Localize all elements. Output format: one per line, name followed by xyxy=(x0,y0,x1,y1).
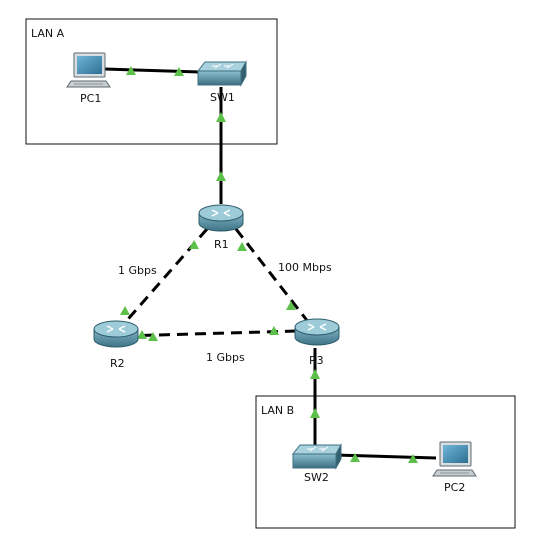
lan-a-area xyxy=(25,18,278,145)
r1-router-icon[interactable] xyxy=(198,204,244,232)
link-label-r1-r3: 100 Mbps xyxy=(278,261,332,274)
link-pc1-sw1[interactable] xyxy=(104,66,201,76)
pc1-label: PC1 xyxy=(80,92,101,105)
link-label-r1-r2: 1 Gbps xyxy=(118,264,157,277)
link-sw2-pc2[interactable] xyxy=(334,453,437,463)
r2-label: R2 xyxy=(110,357,125,370)
lan-a-label: LAN A xyxy=(31,27,65,40)
link-r3-sw2[interactable] xyxy=(310,348,320,447)
pc1-computer-icon[interactable] xyxy=(66,52,111,88)
link-r1-r3[interactable] xyxy=(234,228,311,324)
sw2-label: SW2 xyxy=(304,471,329,484)
pc2-label: PC2 xyxy=(444,481,465,494)
sw2-switch-icon[interactable] xyxy=(291,443,342,470)
lan-b-label: LAN B xyxy=(261,404,294,417)
lan-b-area xyxy=(255,395,516,529)
link-sw1-r1[interactable] xyxy=(216,87,226,204)
link-r1-r2[interactable] xyxy=(120,228,209,327)
r2-router-icon[interactable] xyxy=(93,320,139,348)
r3-label: R3 xyxy=(309,354,324,367)
link-r2-r3[interactable] xyxy=(122,326,298,341)
r3-router-icon[interactable] xyxy=(294,318,340,346)
r1-label: R1 xyxy=(214,238,229,251)
pc2-computer-icon[interactable] xyxy=(432,441,477,477)
link-label-r2-r3: 1 Gbps xyxy=(206,351,245,364)
sw1-switch-icon[interactable] xyxy=(196,60,247,87)
sw1-label: SW1 xyxy=(210,91,235,104)
